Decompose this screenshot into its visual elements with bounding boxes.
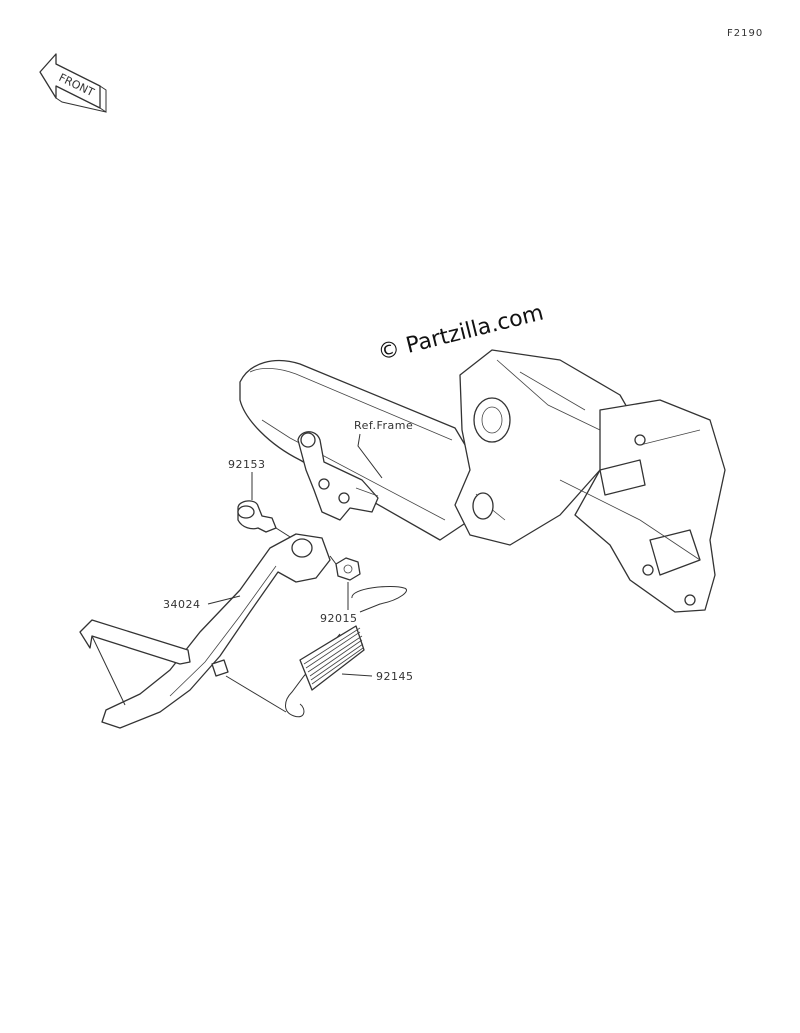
nut-92015 <box>329 555 361 581</box>
front-arrow-icon: FRONT <box>39 53 107 113</box>
bolt-92153 <box>237 500 299 543</box>
side-stand-34024 <box>79 533 331 729</box>
part-number-92145: 92145 <box>376 670 414 683</box>
ref-frame-leader <box>357 433 383 479</box>
frame <box>239 349 726 613</box>
part-number-92153: 92153 <box>228 458 266 471</box>
ref-frame-label: Ref.Frame <box>354 419 413 432</box>
figure-code: F2190 <box>727 28 763 39</box>
spring-92145 <box>225 585 407 718</box>
part-number-92015: 92015 <box>320 612 358 625</box>
part-number-34024: 34024 <box>163 598 201 611</box>
